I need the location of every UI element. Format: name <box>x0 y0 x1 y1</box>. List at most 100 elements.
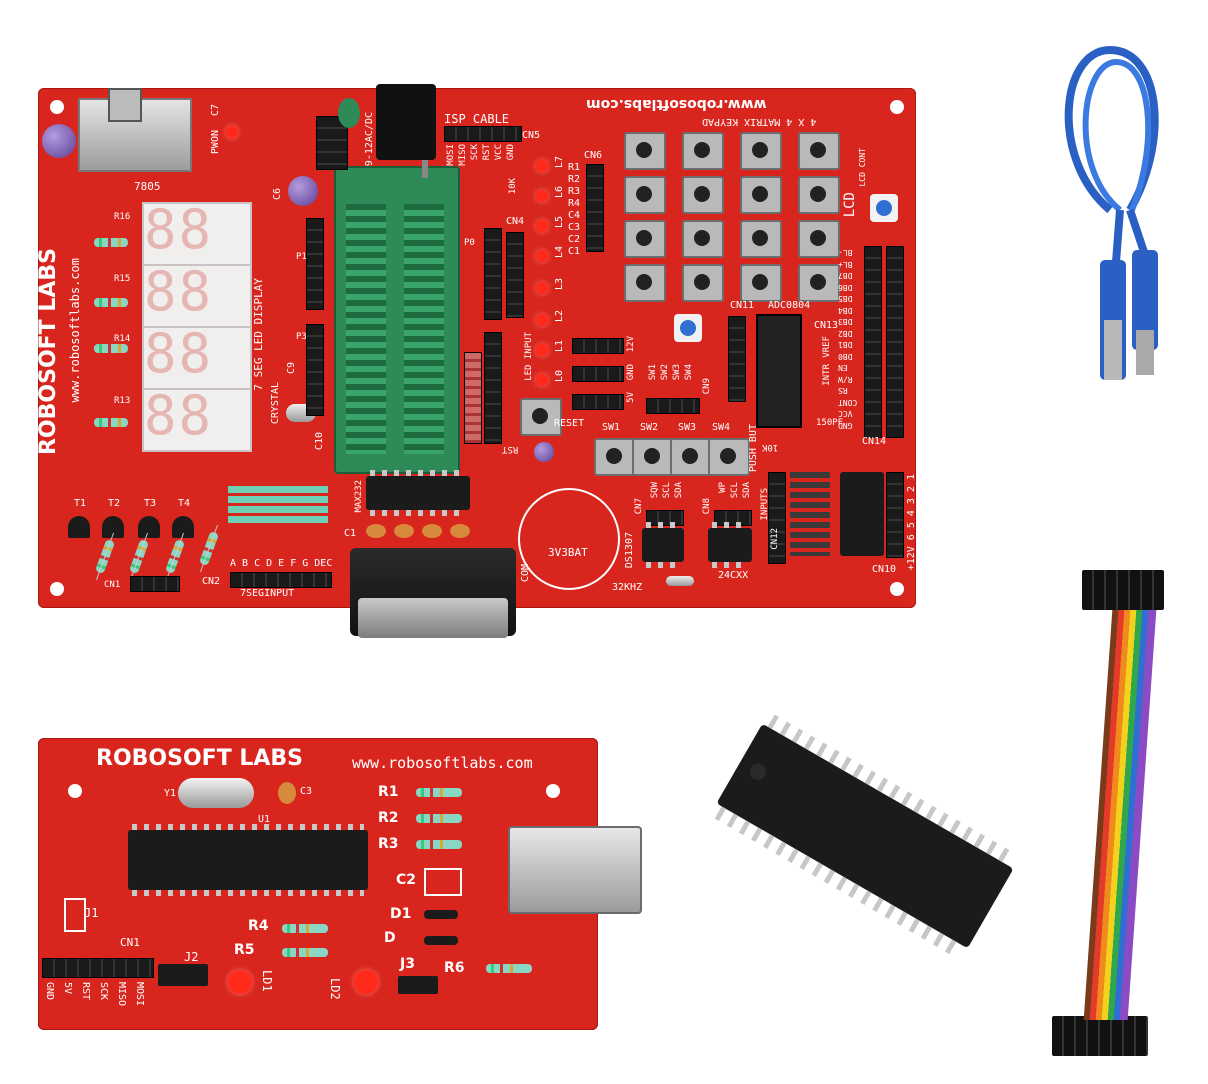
power-jack[interactable] <box>376 84 436 160</box>
prog-isp-header[interactable] <box>42 958 154 978</box>
cn12-header[interactable] <box>886 472 904 558</box>
r14-label: R14 <box>114 334 131 344</box>
lcd-pin-label: BL+ <box>838 259 853 269</box>
keypad-key[interactable] <box>798 176 840 214</box>
keypad-key[interactable] <box>624 132 666 170</box>
mount-hole <box>890 100 904 114</box>
lcd-contrast-pot[interactable] <box>870 194 898 222</box>
led-l7 <box>536 160 548 172</box>
push-button-sw2[interactable] <box>632 438 674 476</box>
prog-pin-label: SCK <box>98 982 109 1001</box>
supply-gnd[interactable] <box>572 366 624 382</box>
resistor <box>128 538 150 575</box>
keypad-key[interactable] <box>740 176 782 214</box>
keypad-key[interactable] <box>798 132 840 170</box>
sw-header[interactable] <box>646 398 700 414</box>
resistor <box>86 238 136 247</box>
push-button-sw3[interactable] <box>670 438 712 476</box>
battery-label: 3V3BAT <box>548 546 588 559</box>
sw-header-1: SW1 <box>648 364 658 381</box>
push-button-sw1[interactable] <box>594 438 636 476</box>
supply-12v[interactable] <box>572 338 624 354</box>
usb-cable-loop-2 <box>1082 58 1152 213</box>
brand-url-vertical: www.robosoftlabs.com <box>68 258 82 403</box>
supply-gnd-label: GND <box>626 364 636 381</box>
supply-5v[interactable] <box>572 394 624 410</box>
resistor <box>86 298 136 307</box>
header-cn4-b[interactable] <box>506 232 524 318</box>
isp-pin-vcc: VCC <box>494 144 504 161</box>
prog-c2-label: C2 <box>396 872 417 888</box>
keypad-key[interactable] <box>682 220 724 258</box>
r16-label: R16 <box>114 212 131 222</box>
led-l6 <box>536 190 548 202</box>
header-cn4-a[interactable] <box>484 332 502 444</box>
seven-seg-digit-3: 88 <box>142 322 252 390</box>
keypad-key[interactable] <box>682 264 724 302</box>
zif-socket <box>334 148 460 474</box>
150pf-label: 150PF <box>816 418 844 428</box>
capacitor-ceramic <box>394 524 414 538</box>
seven-seg-digit-1: 88 <box>142 198 252 266</box>
max232-label: MAX232 <box>354 480 364 513</box>
mount-hole <box>68 784 82 798</box>
mount-hole <box>50 582 64 596</box>
sw-header-4: SW4 <box>684 364 694 381</box>
cn7-label: CN7 <box>634 498 644 515</box>
prog-pin-label: MOSI <box>134 982 145 1007</box>
t1-label: T1 <box>74 498 87 509</box>
keypad-key[interactable] <box>740 132 782 170</box>
keypad-key[interactable] <box>740 220 782 258</box>
prog-r3-label: R3 <box>378 836 399 852</box>
seg-input-header[interactable] <box>230 572 332 588</box>
prog-led-ld1 <box>228 970 252 994</box>
keypad-key[interactable] <box>740 264 782 302</box>
sw2-label: SW2 <box>640 422 659 433</box>
header-p0[interactable] <box>484 228 502 320</box>
rtc-label: DS1307 <box>624 532 635 569</box>
kp-c3: C3 <box>568 222 581 233</box>
regulator-label: 7805 <box>134 180 161 193</box>
c10-label: C10 <box>314 432 325 451</box>
prog-microcontroller <box>128 824 368 896</box>
reset-button[interactable] <box>520 398 562 436</box>
cn12-label: CN10 <box>872 564 897 575</box>
prog-jumper-j3[interactable] <box>398 976 438 994</box>
cn1-header[interactable] <box>130 576 180 592</box>
regulator-7805 <box>108 88 142 122</box>
prog-cap-label: C3 <box>300 786 313 797</box>
lcd-header-2[interactable] <box>864 246 882 438</box>
keypad-key[interactable] <box>624 176 666 214</box>
keypad-key[interactable] <box>682 176 724 214</box>
header-p3[interactable] <box>306 324 324 416</box>
prog-jumper-j1[interactable] <box>64 898 86 932</box>
adc-pot[interactable] <box>674 314 702 342</box>
header-p2[interactable] <box>464 352 482 444</box>
header-p1[interactable] <box>306 218 324 310</box>
lcd-header[interactable] <box>886 246 904 438</box>
prog-diode-d <box>424 936 458 945</box>
rtc-sda: SDA <box>674 482 684 499</box>
capacitor-ceramic <box>366 524 386 538</box>
prog-brand-label: ROBOSOFT LABS <box>96 746 304 771</box>
keypad-key[interactable] <box>624 264 666 302</box>
isp-header[interactable] <box>444 126 522 142</box>
db9-serial-port[interactable] <box>350 548 516 638</box>
prog-capacitor <box>278 782 296 804</box>
10k-label: 10K <box>508 178 518 195</box>
keypad-header[interactable] <box>586 164 604 252</box>
prog-usb-b-connector[interactable] <box>508 826 642 914</box>
push-button-sw4[interactable] <box>708 438 750 476</box>
cn5-label: CN5 <box>522 130 541 141</box>
prog-jumper-j2[interactable] <box>158 964 208 986</box>
rtc-crystal <box>666 576 694 586</box>
kp-c2: C2 <box>568 234 581 245</box>
keypad-key[interactable] <box>624 220 666 258</box>
lcd-pin-label: CONT <box>838 397 858 407</box>
cn10-header[interactable] <box>728 316 746 402</box>
keypad-key[interactable] <box>798 264 840 302</box>
keypad-key[interactable] <box>798 220 840 258</box>
keypad-key[interactable] <box>682 132 724 170</box>
inputs-header[interactable] <box>768 472 786 564</box>
